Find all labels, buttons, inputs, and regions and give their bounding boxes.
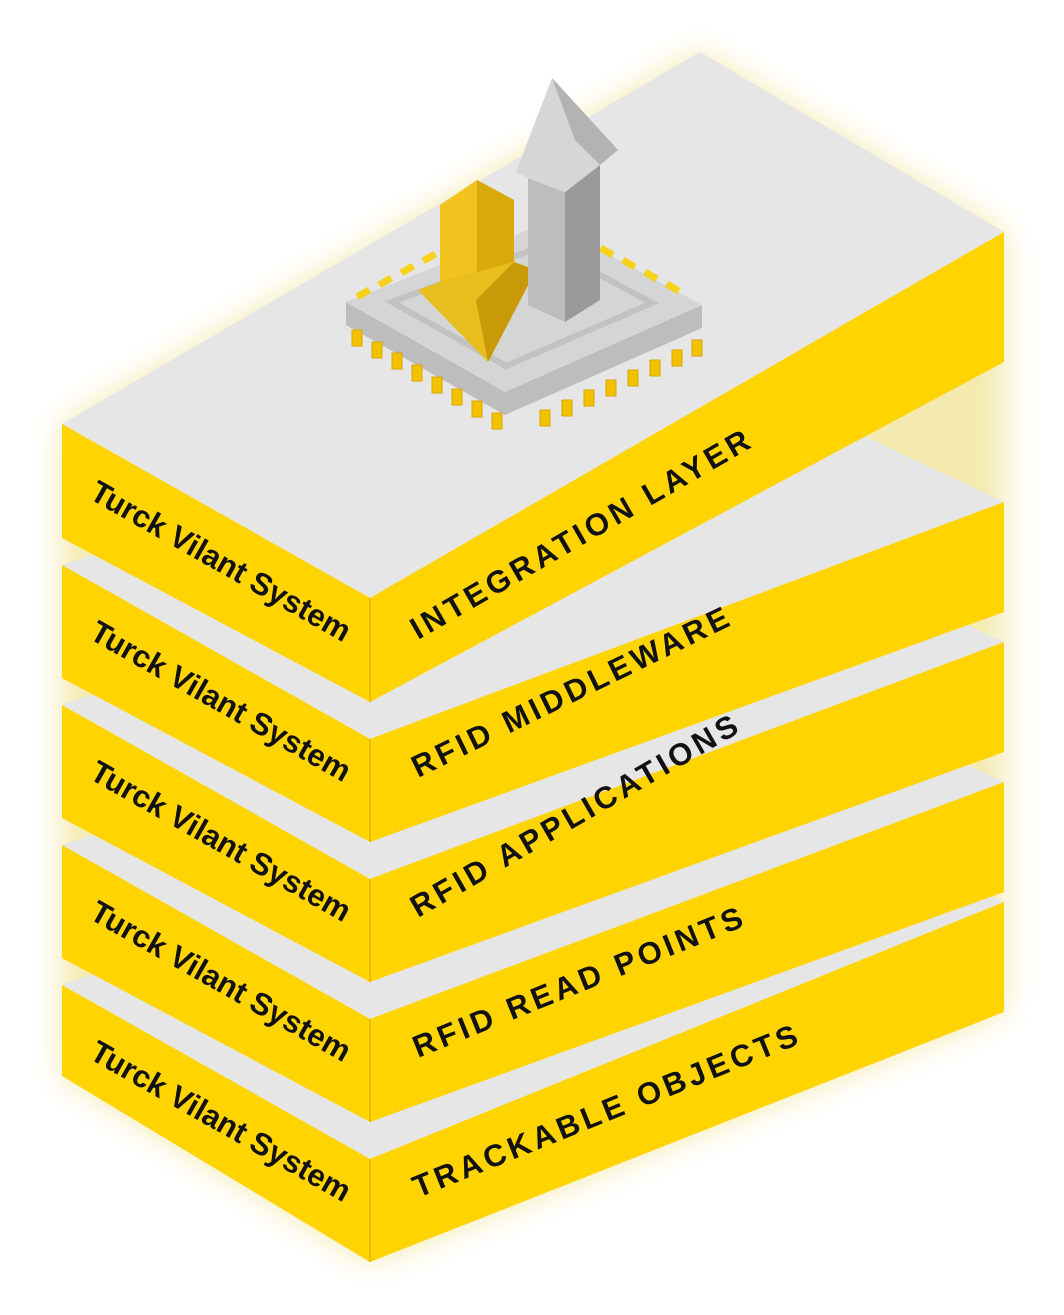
layer-5-left-face	[62, 985, 370, 1262]
layer-2-right-face	[370, 502, 1004, 842]
rfid-chip-with-up-down-arrows-icon	[346, 78, 703, 430]
layer-1-left-face	[62, 424, 370, 702]
layer-5-right-face	[370, 902, 1004, 1262]
layer-2-left-face	[62, 565, 370, 842]
layer-3-right-face	[370, 642, 1004, 982]
layer-4-right-face	[370, 782, 1004, 1122]
down-arrow-icon	[418, 180, 536, 362]
layer-1-right-face	[370, 232, 1004, 702]
layer-3-left-face	[62, 705, 370, 982]
layer-4-left-face	[62, 845, 370, 1122]
up-arrow-icon	[516, 78, 618, 322]
